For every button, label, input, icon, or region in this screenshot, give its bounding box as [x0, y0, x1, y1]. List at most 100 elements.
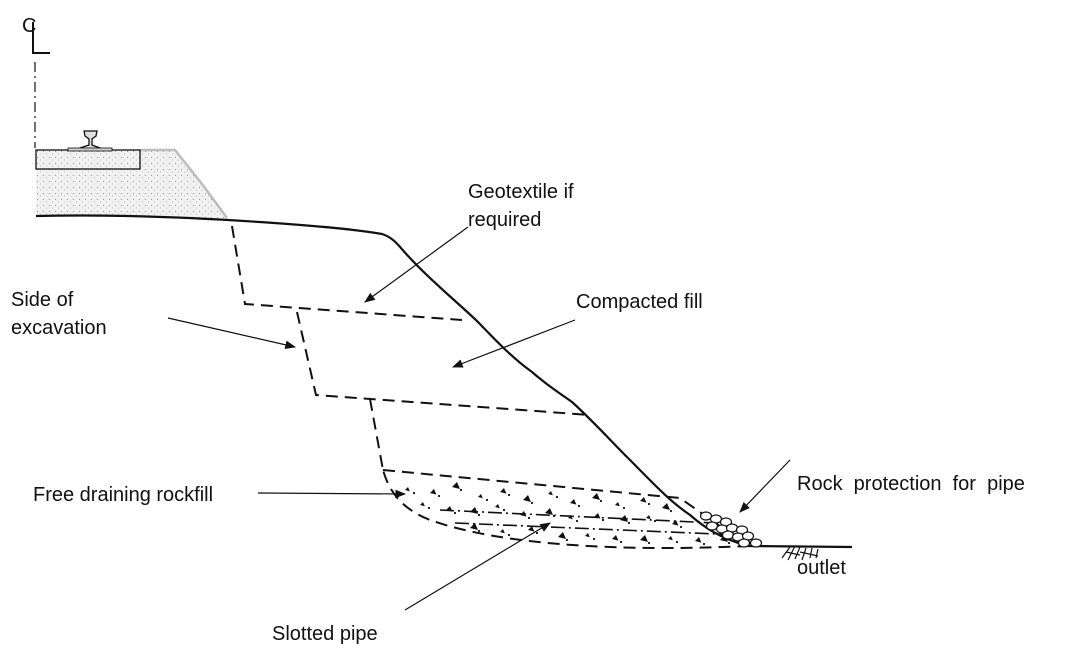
rock-chip [495, 504, 500, 509]
rock-dot [577, 504, 581, 508]
rock-dot [619, 540, 623, 544]
label-slotted-pipe: Slotted pipe [272, 623, 378, 645]
rock-chip [430, 489, 437, 495]
slotted-pipe-line-bottom [454, 522, 741, 536]
rock-chip [470, 507, 478, 514]
centerline-symbol: C [22, 15, 50, 148]
rock-chip [523, 495, 531, 502]
rock-dot [427, 506, 431, 510]
centerline-letter: C [22, 15, 36, 37]
rock-dot [622, 506, 626, 510]
rock-chip [615, 502, 620, 507]
rock-chip [500, 488, 507, 494]
rock-chip [585, 533, 590, 538]
rock-dot [530, 501, 534, 505]
rock-chip [568, 515, 573, 520]
rock-dot [575, 519, 579, 523]
rail-icon [67, 130, 113, 152]
rock-dot [653, 519, 657, 523]
rock-chip [640, 497, 647, 503]
rock-dot [679, 525, 683, 529]
rock-chip [592, 493, 600, 500]
rock-dot [565, 538, 569, 542]
rock-chip [646, 515, 651, 520]
label-rock-protection: Rock protection for pipe outlet [797, 473, 1025, 579]
outlet-rock [705, 521, 719, 531]
rock-dot [555, 495, 559, 499]
arrow-rock-protection [739, 459, 791, 513]
rock-chip [620, 515, 628, 522]
rock-chip [672, 520, 679, 526]
rock-chip [470, 523, 478, 530]
ballast-body [36, 150, 227, 218]
rock-chip [452, 482, 460, 489]
outlet-rock [699, 511, 713, 521]
track-formation [35, 130, 229, 219]
leader-arrows [167, 226, 791, 611]
rockfill-drain [381, 468, 751, 550]
rock-dot [477, 529, 481, 533]
label-free-draining-rockfill: Free draining rockfill [33, 484, 214, 506]
outlet-rock [737, 538, 751, 548]
rock-dot [675, 540, 679, 544]
rock-dot [599, 499, 603, 503]
ballast-edge [140, 148, 229, 219]
rock-dot [459, 488, 463, 492]
outlet-rock-protection [699, 511, 763, 548]
rock-chip [668, 536, 673, 541]
rock-chip [594, 513, 601, 519]
rock-dot [507, 533, 511, 537]
rock-dot [727, 541, 731, 545]
arrow-slotted-pipe [404, 522, 551, 611]
label-compacted-fill: Compacted fill [576, 291, 703, 313]
arrow-side-of-excavation [167, 317, 297, 350]
rock-chip [446, 506, 453, 512]
rock-chip [548, 491, 553, 496]
rock-dot [507, 493, 511, 497]
rock-dot [702, 542, 706, 546]
rock-chips [405, 482, 731, 546]
rock-chip [420, 502, 425, 507]
rockfill-outline [381, 468, 751, 550]
ground-surface-line [35, 214, 853, 549]
rock-dot [485, 498, 489, 502]
rock-chip [405, 487, 410, 492]
rock-chip [520, 511, 527, 517]
arrow-geotextile [364, 226, 469, 303]
arrow-compacted-fill [451, 319, 576, 368]
rock-dot [477, 513, 481, 517]
rock-chip [545, 508, 553, 515]
rock-dot [627, 521, 631, 525]
rock-chip [640, 535, 648, 542]
rock-dot [552, 514, 556, 518]
outlet-rock [749, 538, 763, 548]
arrow-rockfill [257, 489, 407, 499]
rock-dot [535, 531, 539, 535]
rock-dot [527, 516, 531, 520]
rock-chip [500, 529, 505, 534]
excavation-outline [231, 225, 591, 471]
rock-chip [695, 537, 702, 543]
rock-chip [558, 532, 566, 539]
rock-dot [601, 518, 605, 522]
rock-dot [669, 509, 673, 513]
rock-dot [502, 508, 506, 512]
rock-chip [528, 526, 535, 532]
label-side-of-excavation: Side of excavation [11, 289, 107, 339]
rock-dot [647, 541, 651, 545]
rock-chip [720, 535, 728, 542]
rock-chip [612, 535, 619, 541]
slotted-pipe-line-top [439, 509, 716, 524]
rock-chip [570, 499, 577, 505]
toe-vegetation-icon [781, 545, 819, 561]
rock-dot [453, 511, 457, 515]
rock-dot [592, 537, 596, 541]
label-geotextile: Geotextile if required [468, 181, 574, 231]
outlet-rock [721, 530, 735, 540]
rock-chip [662, 503, 670, 510]
rock-dot [412, 491, 416, 495]
rock-dot [437, 494, 441, 498]
rock-chip [478, 494, 483, 499]
rock-dot [647, 502, 651, 506]
